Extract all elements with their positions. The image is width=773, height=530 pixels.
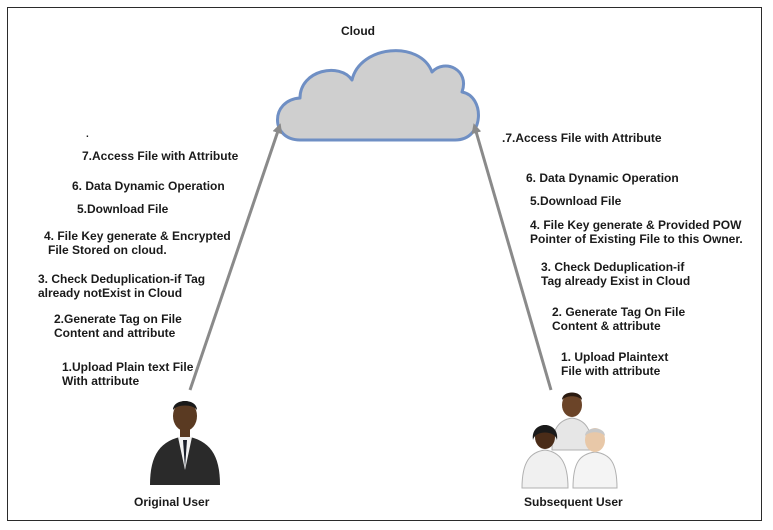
left-step-7: 7.Access File with Attribute xyxy=(82,149,239,163)
original-user-label: Original User xyxy=(134,495,210,509)
right-arrow xyxy=(471,123,553,391)
cloud-shape xyxy=(276,49,480,142)
left-step-2: 2.Generate Tag on File Content and attri… xyxy=(54,312,182,340)
right-step-7: .7.Access File with Attribute xyxy=(502,131,662,145)
left-arrow xyxy=(188,123,283,391)
right-step-6: 6. Data Dynamic Operation xyxy=(526,171,679,185)
left-step-4: 4. File Key generate & Encrypted File St… xyxy=(44,229,231,257)
left-step-1: 1.Upload Plain text File With attribute xyxy=(62,360,194,388)
right-step-3: 3. Check Deduplication-if Tag already Ex… xyxy=(541,260,691,288)
right-step-5: 5.Download File xyxy=(530,194,622,208)
left-step-5: 5.Download File xyxy=(77,202,169,216)
left-step-dot: . xyxy=(86,129,89,140)
right-step-1: 1. Upload Plaintext File with attribute xyxy=(561,350,669,378)
original-user-icon xyxy=(150,401,220,485)
right-step-4: 4. File Key generate & Provided POW Poin… xyxy=(530,218,743,246)
left-step-6: 6. Data Dynamic Operation xyxy=(72,179,225,193)
subsequent-user-icon xyxy=(521,392,618,489)
cloud-label: Cloud xyxy=(341,24,375,38)
left-step-3: 3. Check Deduplication-if Tag already no… xyxy=(38,272,206,300)
diagram-frame xyxy=(7,7,762,521)
subsequent-user-label: Subsequent User xyxy=(524,495,623,509)
right-step-2: 2. Generate Tag On File Content & attrib… xyxy=(552,305,686,333)
